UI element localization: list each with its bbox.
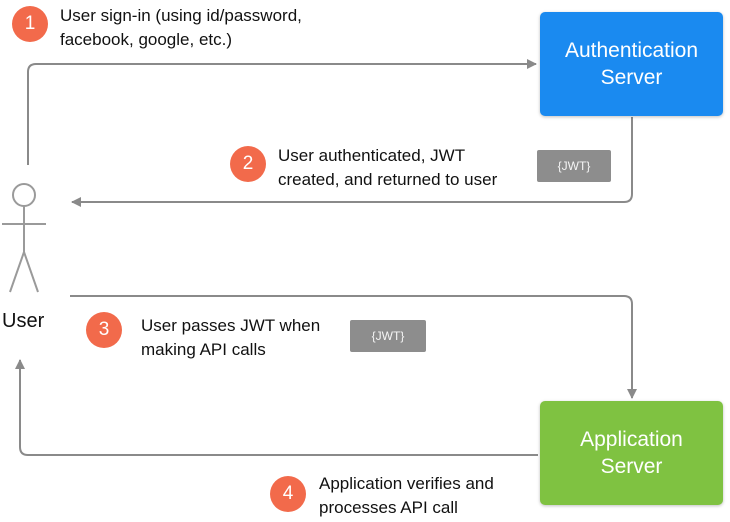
step-1-text-line2: facebook, google, etc.) (60, 30, 233, 49)
step-3-text: User passes JWT when making API calls (141, 314, 320, 362)
authentication-server-box: Authentication Server (540, 12, 723, 116)
step-1-badge: 1 (12, 6, 48, 42)
user-actor-icon (2, 183, 46, 293)
step-1-text: User sign-in (using id/password, faceboo… (60, 4, 302, 52)
step-4-text: Application verifies and processes API c… (319, 472, 494, 520)
step-2-jwt-token: {JWT} (537, 150, 611, 182)
step-3-text-line1: User passes JWT when (141, 316, 321, 335)
auth-server-label-line1: Authentication (564, 39, 699, 62)
application-server-box: Application Server (540, 401, 723, 505)
step-1-text-line1: User sign-in (using id/password, (60, 6, 302, 25)
step-4-text-line2: processes API call (319, 498, 458, 517)
step-4-badge: 4 (270, 476, 306, 512)
user-actor-label: User (2, 310, 45, 332)
step-3-jwt-token: {JWT} (350, 320, 426, 352)
app-server-label-line2: Server (600, 455, 663, 478)
arrow-user-to-auth-server (27, 59, 537, 165)
step-2-text: User authenticated, JWT created, and ret… (278, 144, 497, 192)
step-3-badge: 3 (86, 312, 122, 348)
step-2-text-line2: created, and returned to user (278, 170, 498, 189)
arrow-auth-server-to-user (71, 117, 633, 207)
step-4-text-line1: Application verifies and (319, 474, 494, 493)
step-2-badge: 2 (230, 146, 266, 182)
app-server-label-line1: Application (580, 428, 683, 451)
step-3-text-line2: making API calls (141, 340, 266, 359)
arrow-app-server-to-user (15, 359, 538, 456)
arrow-user-to-app-server (70, 295, 637, 399)
auth-server-label-line2: Server (600, 66, 663, 89)
step-2-text-line1: User authenticated, JWT (278, 146, 466, 165)
